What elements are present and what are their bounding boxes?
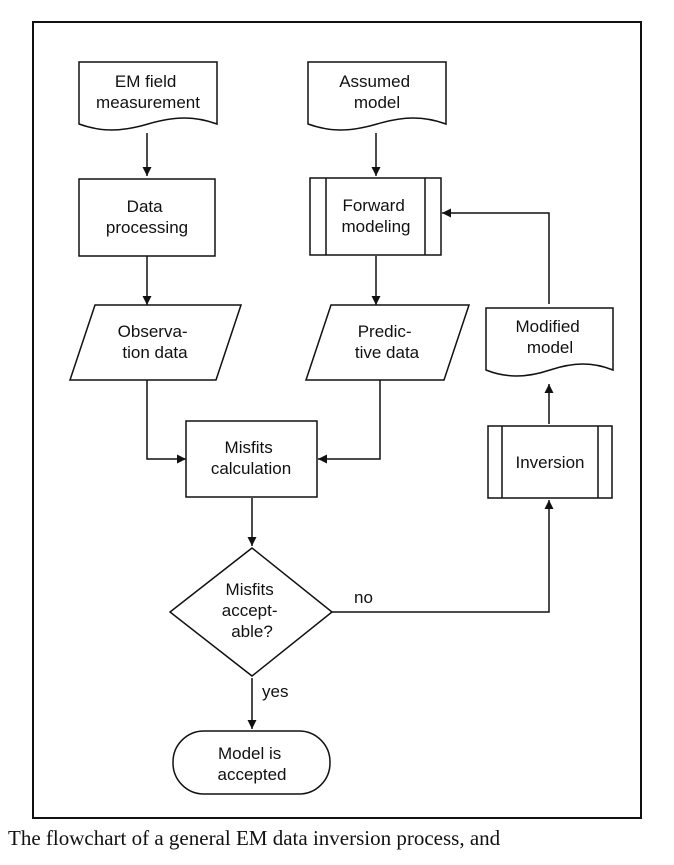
misfits-calculation-process bbox=[185, 420, 318, 498]
em-field-measurement-document bbox=[78, 61, 218, 131]
data-processing-process bbox=[78, 178, 216, 257]
inversion-label: Inversion bbox=[516, 453, 585, 472]
edge-decision-no-to-inversion bbox=[332, 500, 554, 613]
predictive-data-io bbox=[304, 304, 471, 381]
inversion-subprocess bbox=[487, 425, 613, 499]
forward-modeling-subprocess bbox=[309, 177, 442, 256]
assumed-model-document bbox=[307, 61, 447, 131]
edge-modified-model-to-forward-modeling bbox=[442, 208, 550, 304]
misfits-acceptable-decision bbox=[168, 547, 334, 677]
data-processing-label: Data processing bbox=[106, 197, 188, 237]
assumed-model-label: Assumed model bbox=[339, 72, 415, 112]
predictive-data-label: Predic- tive data bbox=[355, 322, 420, 362]
misfits-calculation-label: Misfits calculation bbox=[211, 438, 291, 478]
edge-label-yes: yes bbox=[262, 682, 288, 701]
figure-caption: The flowchart of a general EM data inver… bbox=[8, 826, 501, 850]
edge-observation-data-to-misfits-calculation bbox=[146, 380, 186, 464]
connectors bbox=[142, 133, 554, 729]
observation-data-label: Observa- tion data bbox=[118, 322, 193, 362]
em-field-measurement-label: EM field measurement bbox=[96, 72, 200, 112]
observation-data-io bbox=[68, 304, 243, 381]
misfits-acceptable-label: Misfits accept- able? bbox=[222, 580, 282, 641]
edge-predictive-data-to-misfits-calculation bbox=[318, 380, 381, 464]
model-accepted-terminator bbox=[172, 730, 331, 795]
modified-model-document bbox=[485, 307, 614, 377]
edge-label-no: no bbox=[354, 588, 373, 607]
model-accepted-label: Model is accepted bbox=[218, 744, 287, 784]
forward-modeling-label: Forward modeling bbox=[342, 196, 411, 236]
modified-model-label: Modified model bbox=[516, 317, 585, 357]
diagram-frame bbox=[32, 21, 642, 819]
